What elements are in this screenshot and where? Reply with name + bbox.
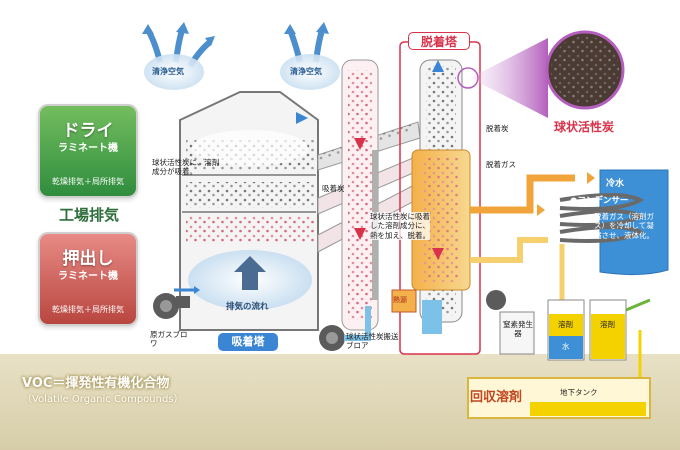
cold-water-label: 冷水 [606,176,624,189]
carbon-riser [342,60,378,330]
extrude-footnote: 乾燥排気＋局所排気 [40,304,136,315]
solvent-tank [590,300,626,360]
voc-subtitle: （Volatile Organic Compounds） [22,390,184,405]
condenser-note: 脱着ガス（溶剤ガス）を冷却して凝縮させ、液体化。 [594,212,658,240]
extrude-subtitle: ラミネート機 [40,267,136,282]
adsorption-tower-tag: 吸着塔 [218,333,278,351]
recovered-solvent-label: 回収溶剤 [470,386,522,405]
desorption-tower-body [412,60,470,334]
magnifier-beam [470,38,548,118]
adsorber-note: 球状活性炭に、溶剤成分が吸着。 [152,158,222,177]
nitrogen-gen-label: 窒素発生器 [503,320,533,339]
adsorption-tower-body [180,92,318,330]
water-label: 水 [562,342,570,351]
clean-air-left-label: 清浄空気 [152,66,184,77]
solvent-label-1: 溶剤 [558,320,573,329]
desorption-tower-tag: 脱着塔 [408,32,470,50]
voc-title: VOC＝揮発性有機化合物 [22,372,169,391]
extrude-laminator-panel: 押出し ラミネート機 乾燥排気＋局所排気 [38,232,138,326]
factory-exhaust-label: 工場排気 [40,204,138,225]
condenser-label: ●コンデンサー [570,196,628,207]
adsorbed-carbon-label: 吸着炭 [322,184,345,193]
dry-subtitle: ラミネート機 [40,139,136,154]
spherical-carbon-label: 球状活性炭 [554,118,614,135]
carbon-blower-label: 球状活性炭搬送ブロア [346,332,404,351]
raw-gas-blower-label: 原ガスブロワ [150,330,190,349]
desorbed-carbon-label: 脱着炭 [486,124,509,133]
heater-label: 熱源 [393,296,407,305]
exhaust-flow-label: 排気の流れ [226,302,269,313]
desorb-note: 球状活性炭に吸着した溶剤成分に、熱を加え、脱着。 [370,212,430,240]
desorbed-gas-label: 脱着ガス [486,160,516,169]
clean-air-right-label: 清浄空気 [290,66,322,77]
solvent-label-2: 溶剤 [600,320,615,329]
gas-pipe [470,178,575,210]
underground-tank-label: 地下タンク [560,388,598,397]
dry-laminator-panel: ドライ ラミネート機 乾燥排気＋局所排気 [38,104,138,198]
dry-footnote: 乾燥排気＋局所排気 [40,176,136,187]
extrude-title: 押出し [40,244,136,269]
dry-title: ドライ [40,116,136,141]
